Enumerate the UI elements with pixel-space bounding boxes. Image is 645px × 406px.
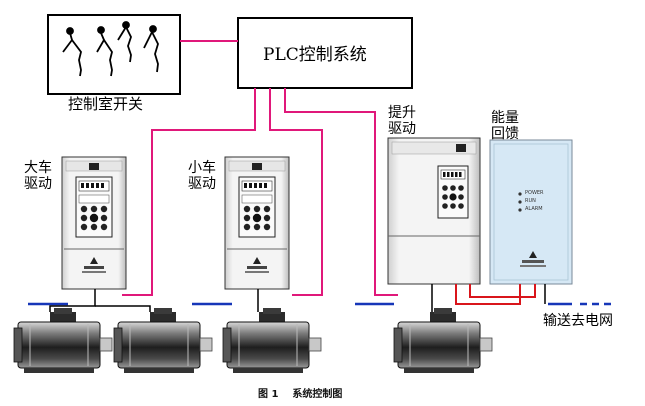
signal-wires <box>122 40 398 296</box>
hoist-drive-label: 提升 驱动 <box>388 105 416 137</box>
motor-big-trolley-2 <box>113 307 213 374</box>
feedback-led-power: POWER <box>525 190 544 196</box>
motor-cables <box>49 284 546 312</box>
control-room-label: 控制室开关 <box>68 95 144 113</box>
feedback-led-alarm: ALARM <box>525 206 543 212</box>
motor-big-trolley-1 <box>13 307 113 374</box>
big-trolley-drive <box>61 156 127 290</box>
plc-box <box>237 17 413 89</box>
dc-bus-wires <box>455 284 536 305</box>
feedback-led-run: RUN <box>525 198 536 204</box>
energy-feedback-unit <box>489 139 573 285</box>
small-trolley-drive-label: 小车 驱动 <box>188 160 216 192</box>
control-room-switch-box <box>47 14 181 95</box>
plc-title: PLC控制系统 <box>263 45 367 65</box>
switch-contacts-icon <box>62 21 159 77</box>
big-trolley-drive-label: 大车 驱动 <box>24 160 52 192</box>
motor-hoist <box>393 307 493 374</box>
small-trolley-drive <box>224 156 290 290</box>
hoist-drive <box>387 137 481 285</box>
figure-caption: 图 1 系统控制图 <box>258 389 343 400</box>
energy-feedback-label: 能量 回馈 <box>491 110 519 142</box>
grid-output-label: 输送去电网 <box>543 313 613 329</box>
motor-small-trolley <box>222 307 322 374</box>
